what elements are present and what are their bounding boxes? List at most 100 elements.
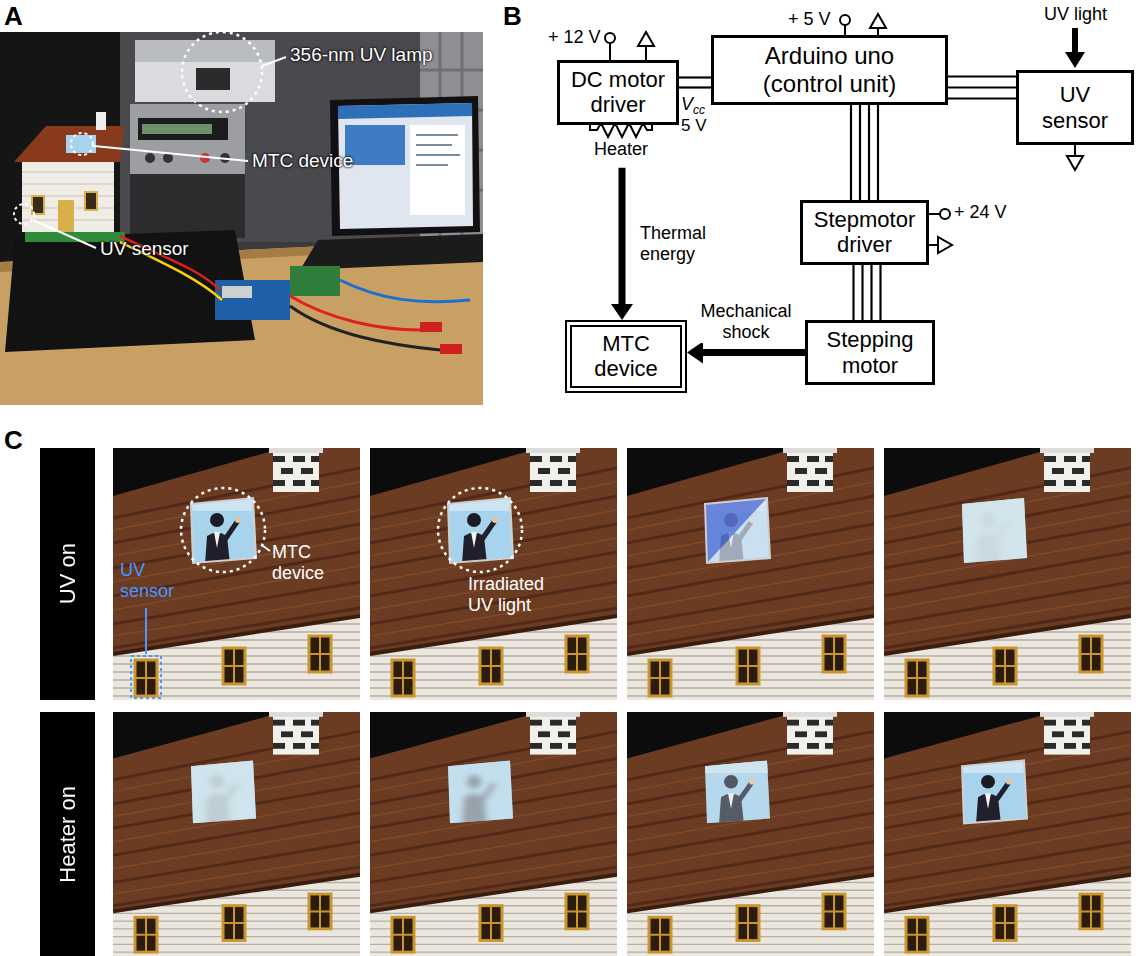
power-symbols-part	[638, 32, 654, 46]
setup-photo-part	[71, 133, 93, 155]
arrow-head	[611, 304, 633, 320]
supply-voltage: + 12 V	[548, 27, 601, 48]
panel-letter: B	[503, 2, 522, 32]
power-symbols-part	[645, 46, 647, 60]
setup-photo-part	[290, 266, 340, 296]
photo-grid-part-part	[370, 448, 617, 700]
box-text: Stepmotor driver	[807, 207, 922, 258]
photo-grid-part	[370, 448, 617, 700]
setup-photo-part	[85, 192, 97, 210]
signal-bus	[854, 265, 881, 320]
photo-grid-part-part	[627, 448, 874, 700]
box-text: UV sensor	[1030, 82, 1120, 133]
bus-wire	[859, 105, 861, 200]
photo-grid-part-part	[884, 448, 1131, 700]
setup-photo-part	[142, 124, 212, 134]
setup-photo-part	[14, 204, 34, 224]
photo-annotations	[131, 488, 522, 698]
power-symbols-part	[609, 43, 611, 60]
photo-grid-part-part	[191, 760, 256, 823]
controller-box: Arduino uno (control unit)	[711, 35, 948, 105]
setup-photo-part	[96, 112, 106, 130]
photo-grid-part-part	[705, 760, 770, 823]
setup-photo-part	[0, 32, 483, 405]
setup-photo-part	[58, 200, 74, 232]
box-text: UV on	[55, 543, 80, 604]
row-band: UV on	[40, 448, 95, 700]
power-symbols-part	[938, 237, 952, 253]
photo-grid-part	[627, 448, 874, 700]
power-symbols-part	[605, 33, 615, 43]
photo-grid-part-part	[440, 756, 520, 829]
photo-grid-part	[370, 712, 617, 956]
photo-grid-part-part	[183, 756, 263, 829]
setup-photo-part	[345, 125, 405, 165]
bus-wire	[879, 265, 881, 320]
photo-grid-part-part	[697, 756, 777, 829]
uv-light-arrow	[1065, 28, 1085, 68]
setup-photo-part	[340, 280, 470, 302]
bus-wire	[679, 76, 711, 78]
setup-photo-part	[14, 126, 124, 162]
flow-arrow	[611, 168, 633, 320]
bus-wire	[948, 75, 1016, 77]
photo-grid-part-part	[183, 493, 263, 568]
box-text: Arduino uno (control unit)	[740, 42, 920, 97]
photo-grid-part-part	[962, 498, 1027, 563]
box-text: Heater on	[55, 786, 80, 883]
photo-grid-part-part	[962, 760, 1027, 823]
setup-photo-part	[420, 322, 442, 332]
photo-grid-part	[113, 448, 360, 700]
power-symbols-part	[844, 25, 846, 35]
setup-photo-part	[290, 296, 420, 330]
photo-label: UV sensor	[120, 560, 182, 601]
photo-grid-part-part	[697, 493, 777, 568]
arrow-shaft	[619, 168, 626, 306]
setup-photo-part	[33, 57, 286, 248]
arrow-head	[687, 342, 703, 364]
bus-wire	[870, 265, 872, 320]
power-symbols-part	[1074, 145, 1076, 156]
sensor-box: UV sensor	[1016, 70, 1134, 145]
callout-label: 356-nm UV lamp	[290, 44, 433, 66]
setup-photo-part	[338, 103, 473, 229]
callout-label: UV sensor	[100, 238, 189, 260]
photo-grid-part-part	[370, 712, 617, 956]
setup-photo-part	[182, 32, 262, 112]
row-band: Heater on	[40, 712, 95, 956]
photo-annotations-part	[263, 546, 270, 551]
box-text: DC motor driver	[564, 67, 672, 118]
photo-grid-part-part	[448, 498, 513, 563]
signal-voltage: 5 V	[681, 116, 707, 136]
uv-light-arrow-part	[1065, 52, 1085, 68]
device-box: MTC device	[565, 320, 687, 393]
setup-photo-part	[130, 104, 245, 174]
panel-letter: A	[4, 2, 23, 32]
box-text: MTC device	[576, 331, 676, 382]
photo-grid-part-part	[707, 498, 770, 563]
bus-wire	[948, 97, 1016, 99]
power-symbols-part	[870, 14, 886, 28]
setup-photo-part	[135, 40, 275, 62]
signal-bus	[948, 77, 1016, 99]
signal-subscript: cc	[693, 104, 705, 118]
setup-photo-part	[338, 103, 472, 119]
setup-photo-part	[410, 125, 465, 215]
bus-wire	[852, 265, 854, 320]
component-label: Heater	[594, 139, 648, 160]
photo-annotations-part	[181, 488, 265, 572]
signal-bus	[679, 78, 711, 88]
supply-voltage: + 5 V	[788, 9, 831, 30]
callout-label: MTC device	[252, 150, 353, 172]
setup-photo-part	[196, 68, 230, 90]
photo-grid-part	[884, 448, 1131, 700]
photo-grid-part-part	[113, 712, 360, 956]
power-symbols-part	[840, 15, 850, 25]
setup-photo	[0, 32, 483, 405]
setup-photo-part	[416, 135, 460, 165]
uv-light-arrow-part	[1072, 28, 1078, 54]
setup-photo-part	[145, 153, 155, 163]
panel-letter: C	[4, 426, 23, 456]
photo-grid-part-part	[954, 756, 1034, 829]
